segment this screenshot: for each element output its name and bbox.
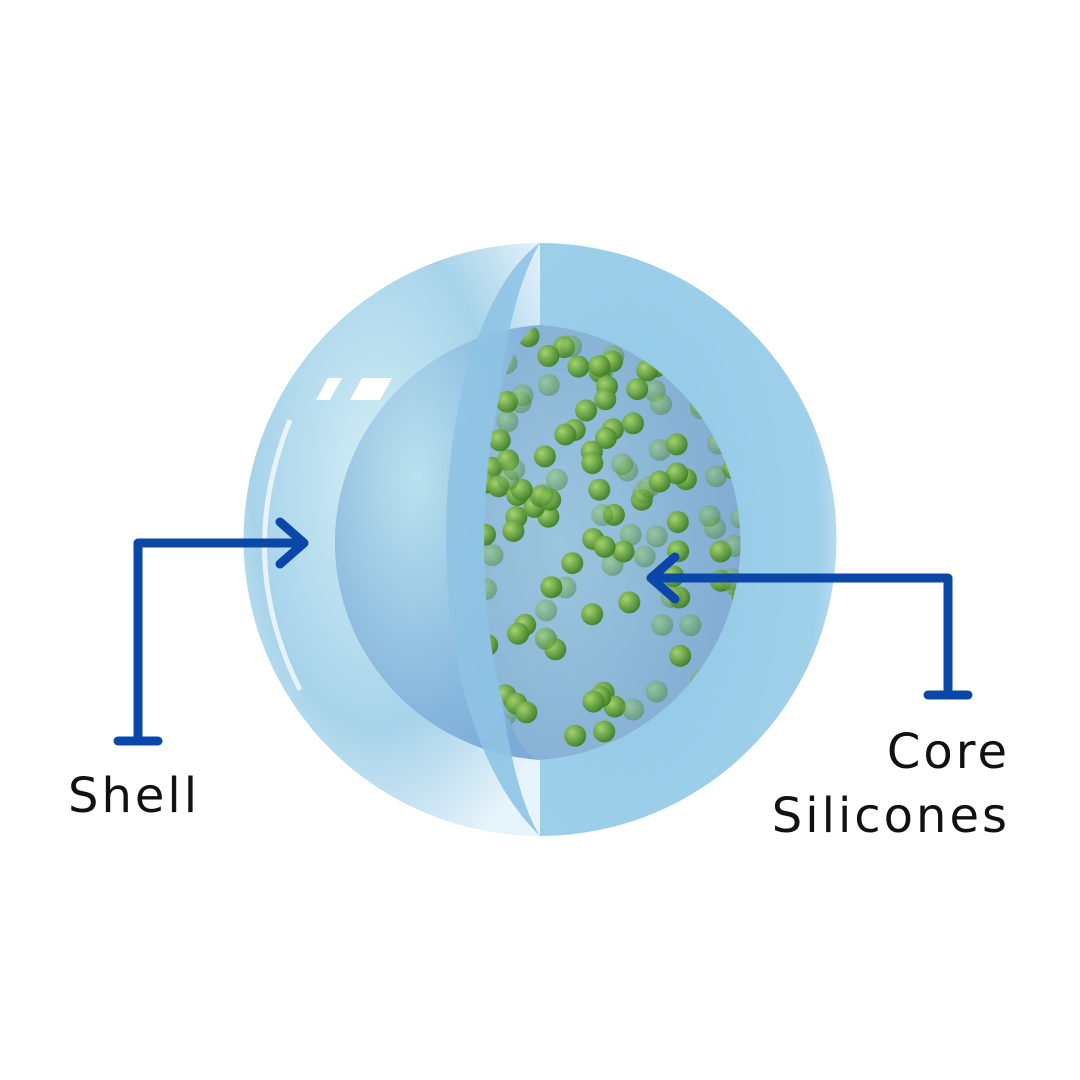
silicone-particle — [533, 445, 556, 468]
silicone-particle — [581, 452, 604, 475]
silicone-particle — [679, 614, 702, 637]
silicone-particle — [593, 720, 616, 743]
silicone-particle — [612, 540, 635, 563]
silicone-particle — [666, 462, 689, 485]
silicone-particle — [723, 534, 741, 557]
silicone-particle — [705, 465, 727, 488]
silicone-particle — [633, 545, 656, 568]
silicone-particle — [645, 525, 668, 548]
silicone-particle — [537, 344, 560, 367]
arrow-left-icon — [646, 552, 680, 604]
highlight-icon — [316, 378, 392, 400]
silicone-particle — [591, 504, 614, 527]
silicone-particle — [554, 423, 577, 446]
silicone-particle — [593, 535, 616, 558]
silicone-particle — [622, 412, 644, 435]
shell-cut-face — [445, 243, 540, 836]
silicone-particle — [503, 458, 526, 481]
silicone-particle — [484, 544, 504, 567]
silicone-particle — [502, 520, 525, 542]
silicone-particle — [698, 504, 721, 527]
silicone-particle — [650, 393, 672, 416]
silicone-particle — [540, 576, 563, 599]
silicone-particle — [648, 439, 671, 462]
rim-highlight — [262, 419, 303, 692]
silicone-particle — [561, 552, 584, 575]
silicone-particle — [515, 701, 538, 724]
silicone-particle — [484, 523, 496, 546]
silicone-particle — [545, 468, 568, 491]
silicone-particle — [567, 355, 590, 378]
arrow-right-icon — [275, 517, 309, 569]
shell-label: Shell — [68, 768, 201, 824]
core-label: Core — [886, 724, 1010, 780]
silicone-particle — [496, 410, 519, 433]
silicone-particle — [484, 578, 497, 600]
silicone-particle — [622, 698, 645, 721]
silicone-particle — [581, 603, 604, 626]
silicone-particle — [665, 433, 688, 456]
silicone-particle — [730, 506, 741, 529]
silicone-particle — [666, 511, 689, 534]
shell-pointer — [113, 517, 309, 746]
silicone-particle — [511, 384, 534, 407]
silicone-particle — [626, 378, 649, 401]
silicone-particle — [618, 591, 641, 614]
silicone-particle — [594, 388, 617, 411]
core-pointer — [646, 552, 973, 700]
silicone-particle — [537, 374, 560, 396]
silicone-particle — [488, 429, 511, 452]
silicone-particle — [564, 724, 587, 747]
silicones-label: Silicones — [771, 788, 1010, 844]
silicone-particle — [575, 399, 598, 422]
silicone-particle — [582, 690, 605, 713]
silicone-particle — [645, 680, 668, 703]
silicone-particle — [669, 644, 692, 667]
silicone-particle — [651, 614, 674, 636]
silicone-particle — [588, 478, 611, 501]
silicone-particle — [611, 453, 634, 476]
silicone-particle — [560, 335, 582, 358]
silicone-particle — [588, 354, 611, 377]
silicone-particle — [532, 483, 554, 506]
silicone-particle — [535, 599, 558, 622]
silicone-particle — [594, 427, 617, 449]
silicone-particle — [648, 470, 671, 493]
silicone-particle — [534, 627, 557, 650]
silicone-particle — [507, 622, 530, 645]
silicone-particle — [619, 523, 642, 546]
